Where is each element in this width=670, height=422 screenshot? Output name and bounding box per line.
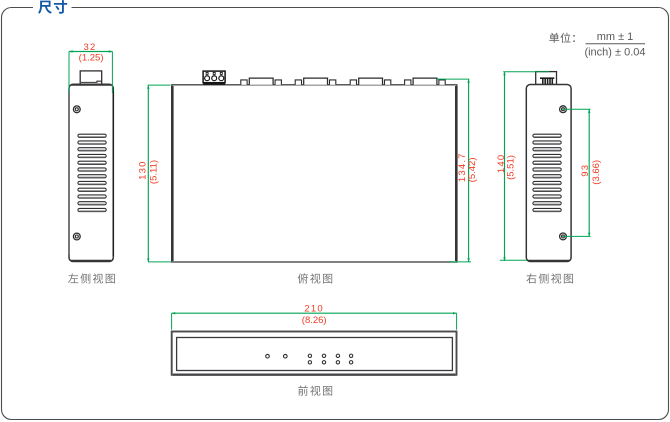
svg-text:mm ± 1: mm ± 1 [597, 31, 634, 43]
svg-text:93: 93 [580, 164, 591, 177]
svg-text:130: 130 [137, 160, 148, 179]
svg-text:(3.66): (3.66) [591, 160, 602, 185]
svg-text:(5.42): (5.42) [467, 157, 478, 182]
svg-text:(1.25): (1.25) [79, 53, 104, 64]
svg-text:134.7: 134.7 [457, 152, 468, 182]
svg-text:140: 140 [496, 154, 507, 173]
svg-text:32: 32 [84, 42, 97, 53]
svg-text:210: 210 [304, 303, 323, 314]
svg-text:(5.51): (5.51) [506, 155, 517, 180]
svg-text:(inch) ± 0.04: (inch) ± 0.04 [584, 47, 645, 59]
svg-text:(8.26): (8.26) [302, 315, 327, 326]
svg-text:(5.11): (5.11) [148, 160, 159, 184]
